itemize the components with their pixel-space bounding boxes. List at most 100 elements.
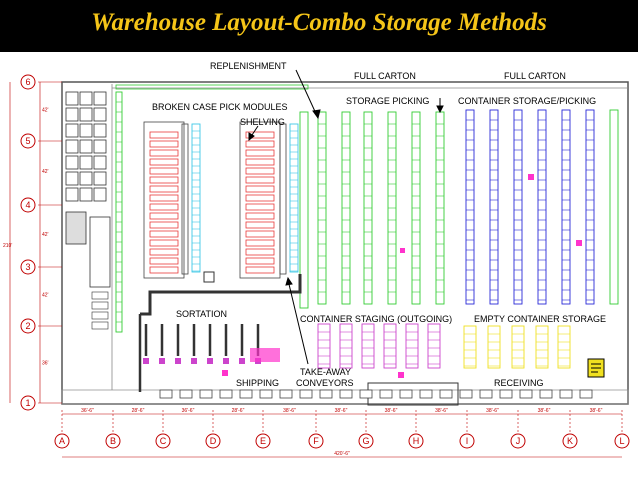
case-pick-slot <box>245 230 275 238</box>
office-room <box>65 139 79 154</box>
column-dim-label: 28'-6" <box>232 408 245 414</box>
dock-door <box>579 389 593 399</box>
case-pick-slot <box>149 131 179 139</box>
lane-tote <box>143 358 149 364</box>
dock-door <box>479 389 493 399</box>
staging-rack <box>339 323 353 369</box>
column-dim-label: 38'-6" <box>486 408 499 414</box>
grid-lines <box>38 81 623 432</box>
office-room <box>93 155 107 170</box>
grid-label-E: E <box>260 436 266 446</box>
grid-bubble-L <box>614 433 630 449</box>
broken-case-pick-modules-label: BROKEN CASE PICK MODULES <box>152 102 288 112</box>
empty-container-storage-label: EMPTY CONTAINER STORAGE <box>474 314 606 324</box>
pick-station <box>222 370 228 376</box>
row-dim-label: 42' <box>42 232 49 238</box>
case-pick-slot <box>149 221 179 229</box>
office-room <box>79 187 93 202</box>
case-pick-slot <box>149 194 179 202</box>
case-pick-slot <box>149 203 179 211</box>
dock-door <box>359 389 373 399</box>
dock-door <box>179 389 193 399</box>
storage-picking-label: STORAGE PICKING <box>346 96 429 106</box>
container-storage-picking-label: CONTAINER STORAGE/PICKING <box>458 96 596 106</box>
office-room <box>65 155 79 170</box>
container-rack-row <box>465 109 475 305</box>
office-room <box>93 139 107 154</box>
office-room <box>79 139 93 154</box>
grid-row-label-2: 2 <box>25 321 30 331</box>
container-rack-row <box>585 109 595 305</box>
office-room <box>93 107 107 122</box>
office-room <box>79 171 93 186</box>
grid-bubble-I <box>459 433 475 449</box>
case-pick-slot <box>245 266 275 274</box>
dock-door <box>239 389 253 399</box>
dock-door <box>419 389 433 399</box>
grid-bubble-F <box>308 433 324 449</box>
pallet-rack-row <box>609 109 619 305</box>
full-carton-label-1: FULL CARTON <box>354 71 416 81</box>
staging-rack <box>427 323 441 369</box>
dock-door <box>519 389 533 399</box>
row-dim-label: 42' <box>42 108 49 114</box>
case-pick-slot <box>149 167 179 175</box>
grid-bubble-D <box>205 433 221 449</box>
column-dim-label: 38'-6" <box>590 408 603 414</box>
case-pick-slot <box>245 185 275 193</box>
grid-row-bubble-3 <box>20 259 36 275</box>
container-rack-rows <box>400 109 619 305</box>
grid-row-bubble-5 <box>20 133 36 149</box>
stairwell <box>65 211 87 245</box>
empty-container-rack <box>535 325 549 369</box>
dock-door <box>159 389 173 399</box>
column-dim-label: 38'-6" <box>335 408 348 414</box>
grid-label-B: B <box>110 436 116 446</box>
staging-rack <box>383 323 397 369</box>
grid-label-L: L <box>619 436 624 446</box>
conveyors <box>138 271 459 406</box>
dock-door <box>259 389 273 399</box>
grid-row-bubble-1 <box>20 395 36 411</box>
row-dim-label: 42' <box>42 169 49 175</box>
replenishment-label: REPLENISHMENT <box>210 61 287 71</box>
office-room <box>65 171 79 186</box>
office-room <box>93 123 107 138</box>
case-pick-slot <box>245 131 275 139</box>
case-pick-slot <box>149 140 179 148</box>
dock-door <box>439 389 453 399</box>
dock-doors <box>159 389 593 399</box>
sortation-loop <box>148 274 302 300</box>
column-dim-label: 38'-6" <box>283 408 296 414</box>
dock-door <box>199 389 213 399</box>
case-pick-slot <box>149 185 179 193</box>
case-pick-slot <box>149 149 179 157</box>
column-dim-label: 36'-6" <box>182 408 195 414</box>
case-pick-slot <box>149 230 179 238</box>
conveyors-label: CONVEYORS <box>296 378 354 388</box>
case-pick-slot <box>149 248 179 256</box>
pick-station <box>576 240 582 246</box>
locker <box>91 321 109 330</box>
pallet-rack-top <box>115 84 309 90</box>
office-room <box>65 91 79 106</box>
column-dim-label: 38'-6" <box>435 408 448 414</box>
grid-row-label-1: 1 <box>25 398 30 408</box>
title-banner: Warehouse Layout-Combo Storage Methods <box>0 0 638 52</box>
empty-container-rack <box>557 325 571 369</box>
grid-bubble-A <box>54 433 70 449</box>
case-pick-slot <box>245 158 275 166</box>
lane-tote <box>239 358 245 364</box>
full-carton-label-2: FULL CARTON <box>504 71 566 81</box>
container-rack-row <box>489 109 499 305</box>
staging-racks <box>317 323 441 369</box>
case-pick-slot <box>245 149 275 157</box>
pallet-rack-rows <box>115 84 445 333</box>
case-pick-slot <box>149 266 179 274</box>
locker <box>91 301 109 310</box>
case-pick-slot <box>245 257 275 265</box>
container-staging-label: CONTAINER STAGING (OUTGOING) <box>300 314 452 324</box>
dock-door <box>379 389 393 399</box>
row-dim-label: 42' <box>42 293 49 299</box>
